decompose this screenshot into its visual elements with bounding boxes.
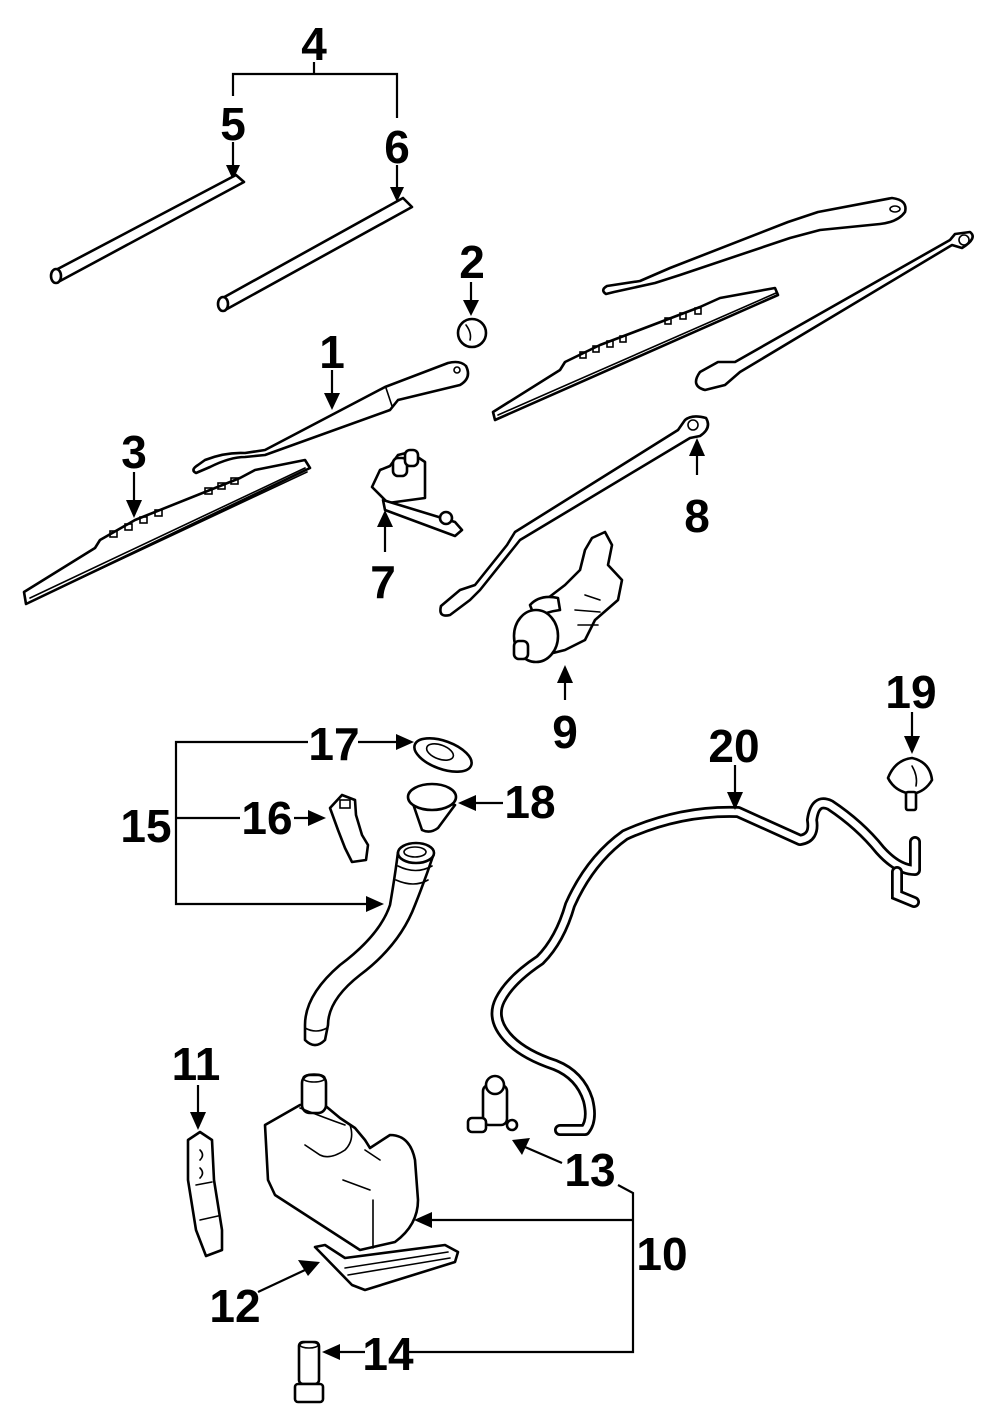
callout-11: 11 [172, 1038, 221, 1090]
wiper-blade-right-part [491, 286, 780, 422]
callout-1-group [324, 370, 340, 410]
arrow-8 [689, 438, 705, 456]
callout-5: 5 [220, 98, 246, 150]
arrow-10 [414, 1212, 432, 1228]
arrow-15 [366, 896, 384, 912]
linkage-8-part [439, 415, 710, 617]
arrow-13 [512, 1138, 530, 1155]
callout-9: 9 [552, 706, 578, 758]
callout-9-group [557, 665, 573, 700]
refill-6-part [216, 196, 414, 313]
strainer-18-part [406, 782, 458, 833]
callout-20-group [727, 765, 743, 810]
callout-4: 4 [301, 18, 327, 70]
arrow-9 [557, 665, 573, 683]
washer-hose-20-part [490, 797, 921, 1136]
wiper-blade-3-part [22, 458, 312, 606]
callout-16: 16 [241, 792, 292, 844]
refill-5-part [49, 173, 246, 285]
wiper-motor-9-part [512, 530, 624, 664]
washer-pump-13-part [466, 1074, 519, 1134]
arrow-16 [308, 810, 326, 826]
callout-labels: 4 5 6 2 1 3 7 8 9 19 20 17 18 16 15 11 1… [120, 18, 936, 1380]
callout-10-group [322, 1184, 635, 1360]
arrow-2 [463, 300, 479, 316]
leader-13 [524, 1145, 563, 1165]
arrow-20 [727, 792, 743, 810]
wiper-arm-1-part [192, 360, 470, 475]
arrow-19 [904, 736, 920, 754]
motor-bracket-7-part [370, 448, 464, 538]
callout-12: 12 [209, 1280, 260, 1332]
callout-2-group [456, 282, 488, 349]
callout-17: 17 [308, 718, 359, 770]
reservoir-part [263, 1073, 420, 1252]
arrow-12 [298, 1260, 320, 1276]
callout-11-group [190, 1085, 206, 1130]
bracket-10-leader [405, 1184, 635, 1354]
callout-2: 2 [459, 236, 485, 288]
arrow-18 [458, 795, 476, 811]
leader-12 [257, 1269, 306, 1293]
callout-7: 7 [370, 556, 396, 608]
arrow-11 [190, 1112, 206, 1130]
callout-7-group [377, 510, 393, 552]
arrow-7 [377, 510, 393, 527]
callout-18: 18 [504, 776, 555, 828]
arrow-1 [324, 393, 340, 410]
arrow-17 [396, 734, 414, 750]
bracket-4-leader [231, 72, 399, 118]
pivot-cap-part [456, 317, 488, 349]
arrow-14 [322, 1344, 340, 1360]
clip-16-part [328, 793, 370, 864]
callout-15: 15 [120, 800, 171, 852]
callout-3: 3 [121, 426, 147, 478]
callout-1: 1 [319, 326, 345, 378]
callout-19: 19 [885, 666, 936, 718]
callout-13-group [512, 1138, 563, 1165]
arrow-6 [390, 187, 404, 202]
filler-neck-part [303, 841, 436, 1047]
callout-6: 6 [384, 121, 410, 173]
callout-20: 20 [708, 720, 759, 772]
callout-3-group [126, 472, 142, 518]
callout-15-group [174, 734, 503, 912]
arrow-5 [226, 165, 240, 180]
bracket-12-part [313, 1243, 460, 1292]
callout-4-group [226, 62, 404, 202]
bracket-11-part [186, 1130, 224, 1258]
bolt-14-part [293, 1340, 325, 1404]
callout-19-group [904, 712, 920, 754]
cap-17-part [413, 737, 473, 773]
callout-14: 14 [362, 1328, 414, 1380]
arrow-3 [126, 500, 142, 518]
bracket-15-leader [174, 740, 368, 906]
washer-nozzle-19-part [886, 756, 934, 812]
callout-8-group [689, 438, 705, 475]
callout-10: 10 [636, 1228, 687, 1280]
callout-13: 13 [564, 1144, 615, 1196]
callout-8: 8 [684, 490, 710, 542]
wiper-arm-right-part [601, 196, 907, 296]
callout-12-group [257, 1260, 320, 1293]
link-rod-right-part [694, 230, 974, 392]
